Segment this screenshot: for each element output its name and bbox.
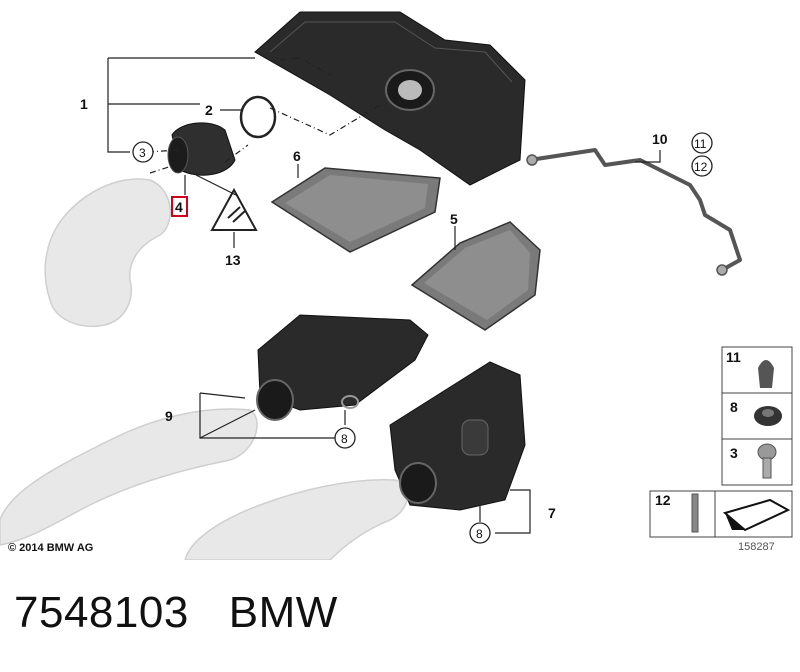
label-1: 1 bbox=[80, 96, 88, 112]
label-4: 4 bbox=[175, 199, 183, 215]
svg-text:8: 8 bbox=[341, 432, 348, 446]
label-10: 10 bbox=[652, 131, 668, 147]
brand-name: BMW bbox=[228, 588, 338, 637]
highlight-box-4 bbox=[171, 196, 188, 217]
circled-label-12: 12 bbox=[691, 155, 713, 177]
legend-label-3: 3 bbox=[730, 445, 738, 461]
label-13: 13 bbox=[225, 252, 241, 268]
small-parts-legend: 11 8 3 12 bbox=[649, 346, 793, 538]
leader-lines bbox=[107, 57, 661, 534]
foam-strip-icon bbox=[722, 498, 791, 532]
label-6: 6 bbox=[293, 148, 301, 164]
label-2: 2 bbox=[205, 102, 213, 118]
circled-label-8-lower: 8 bbox=[469, 522, 491, 544]
mounting-bracket bbox=[526, 148, 742, 276]
svg-text:12: 12 bbox=[694, 160, 708, 174]
legend-label-8: 8 bbox=[730, 399, 738, 415]
label-9: 9 bbox=[165, 408, 173, 424]
ghost-intake-duct-bottom bbox=[184, 479, 409, 560]
o-ring-seal bbox=[239, 95, 277, 139]
svg-text:11: 11 bbox=[694, 137, 707, 151]
parts-diagram: 1 2 6 5 10 13 9 7 4 3 11 12 8 8 11 8 3 1… bbox=[0, 11, 793, 560]
filter-element-6 bbox=[270, 167, 441, 253]
grommet-icon bbox=[758, 360, 774, 388]
ghost-intake-duct-mid bbox=[0, 408, 258, 546]
filter-element-5 bbox=[410, 221, 541, 331]
label-7: 7 bbox=[548, 505, 556, 521]
label-5: 5 bbox=[450, 211, 458, 227]
lower-air-box-housing-7 bbox=[389, 361, 526, 511]
lower-air-box-housing-9 bbox=[256, 314, 429, 421]
circled-label-3: 3 bbox=[132, 141, 154, 163]
svg-text:8: 8 bbox=[476, 527, 483, 541]
circled-label-11: 11 bbox=[691, 132, 713, 154]
part-caption: 7548103 BMW bbox=[14, 588, 338, 638]
pin-icon bbox=[691, 493, 699, 533]
bolt-icon bbox=[757, 443, 777, 479]
electric-plug-warning-icon bbox=[210, 187, 258, 231]
part-number: 7548103 bbox=[14, 588, 189, 637]
air-box-cover bbox=[254, 11, 526, 186]
copyright-notice: © 2014 BMW AG bbox=[8, 542, 94, 554]
svg-text:3: 3 bbox=[139, 146, 146, 160]
legend-label-12: 12 bbox=[655, 492, 671, 508]
diagram-reference-number: 158287 bbox=[738, 541, 775, 553]
legend-label-11: 11 bbox=[726, 349, 741, 365]
circled-label-8-upper: 8 bbox=[334, 427, 356, 449]
ghost-intake-duct-top bbox=[44, 178, 171, 327]
rubber-sleeve bbox=[167, 122, 236, 176]
